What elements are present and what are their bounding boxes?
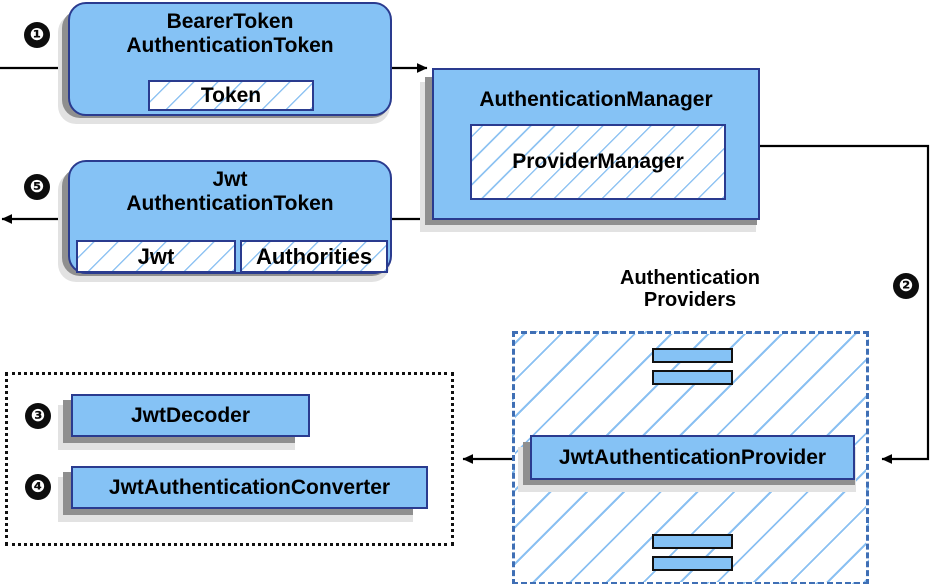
step-badge-1: ❶ — [24, 22, 50, 48]
jwt-token-slot-jwt[interactable]: Jwt — [76, 240, 236, 273]
jwt-token-title: Jwt AuthenticationToken — [126, 168, 334, 215]
authentication-manager-title: AuthenticationManager — [479, 88, 713, 111]
jwt-token-slot-authorities[interactable]: Authorities — [240, 240, 388, 273]
provider-stack-bar-bottom-1 — [652, 534, 733, 549]
jwt-token-box[interactable]: Jwt AuthenticationToken Jwt Authorities — [68, 160, 392, 274]
jwt-decoder-label: JwtDecoder — [130, 403, 251, 427]
jwt-decoder-box[interactable]: JwtDecoder — [71, 394, 310, 437]
step-badge-2: ❷ — [893, 273, 919, 299]
jwt-token-slot-authorities-label: Authorities — [255, 243, 373, 269]
bearer-token-slot-label: Token — [200, 83, 262, 107]
provider-manager-slot[interactable]: ProviderManager — [470, 124, 726, 200]
step-badge-4: ❹ — [25, 474, 51, 500]
bearer-token-title: BearerToken AuthenticationToken — [126, 10, 334, 57]
provider-stack-bar-bottom-2 — [652, 556, 733, 571]
provider-stack-bar-top-1 — [652, 348, 733, 363]
provider-stack-bar-top-2 — [652, 370, 733, 385]
jwt-authentication-provider-box[interactable]: JwtAuthenticationProvider — [530, 435, 855, 480]
authentication-manager-box[interactable]: AuthenticationManager ProviderManager — [432, 68, 760, 220]
provider-manager-label: ProviderManager — [512, 150, 684, 173]
manager-to-provider-line — [760, 144, 930, 464]
jwt-authentication-provider-label: JwtAuthenticationProvider — [558, 445, 827, 469]
jwt-token-slot-jwt-label: Jwt — [137, 243, 175, 269]
bearer-token-slot[interactable]: Token — [148, 80, 314, 111]
bearer-token-box[interactable]: BearerToken AuthenticationToken Token — [68, 2, 392, 116]
authentication-providers-label: Authentication Providers — [620, 267, 760, 312]
support-components-group — [5, 372, 454, 546]
jwt-authentication-converter-label: JwtAuthenticationConverter — [108, 475, 391, 499]
step-badge-3: ❸ — [25, 403, 51, 429]
jwt-authentication-converter-box[interactable]: JwtAuthenticationConverter — [71, 466, 428, 509]
step-badge-5: ❺ — [24, 174, 50, 200]
